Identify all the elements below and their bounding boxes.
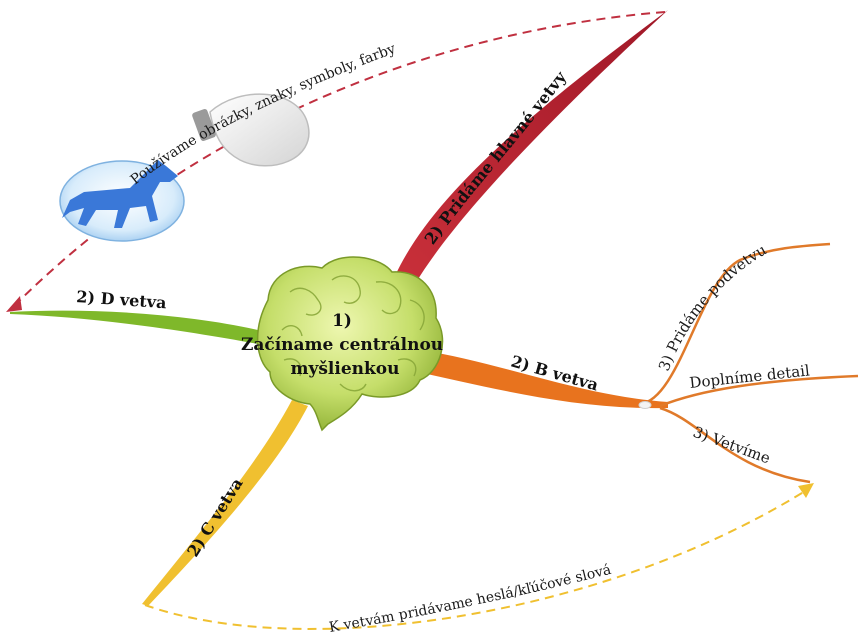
branch-d-label: 2) D vetva — [76, 287, 167, 312]
branch-d — [10, 310, 300, 352]
keywords-arrowhead — [798, 483, 814, 498]
central-line-3: myšlienkou — [290, 359, 399, 379]
keywords-dashed-arrow — [144, 487, 811, 630]
branch-main — [395, 10, 668, 284]
branch-main-label: 2) Pridáme hlavné vetvy — [421, 67, 571, 248]
dog-icon — [59, 160, 185, 242]
branch-b — [418, 350, 668, 409]
sub-branch-bottom-label: 3) Vetvíme — [691, 423, 773, 468]
central-line-1: 1) — [332, 311, 352, 331]
sub-branch-middle-label: Doplníme detail — [689, 361, 811, 392]
branch-c-label: 2) C vetva — [183, 474, 246, 560]
svg-text:2) Pridáme hlavné vetvy: 2) Pridáme hlavné vetvy — [421, 67, 571, 248]
sub-branch-top-label: 3) Pridáme podvetvu — [655, 240, 770, 373]
keywords-annotation: K vetvám pridávame heslá/kľúčové slová — [328, 562, 613, 635]
sub-branches — [639, 242, 859, 484]
svg-text:1) Začíname centrálnou: 1) Začíname centrálnou myšlienkou — [241, 311, 449, 379]
central-line-2: Začíname centrálnou — [241, 335, 443, 355]
images-arrowhead — [6, 296, 22, 312]
svg-text:K vetvám pridávame heslá/kľúčo: K vetvám pridávame heslá/kľúčové slová — [328, 562, 613, 635]
lightbulb-icon — [192, 93, 310, 167]
brain-icon — [257, 256, 444, 432]
svg-text:3) Pridáme podvetvu: 3) Pridáme podvetvu — [655, 240, 770, 373]
branch-c — [142, 400, 308, 606]
